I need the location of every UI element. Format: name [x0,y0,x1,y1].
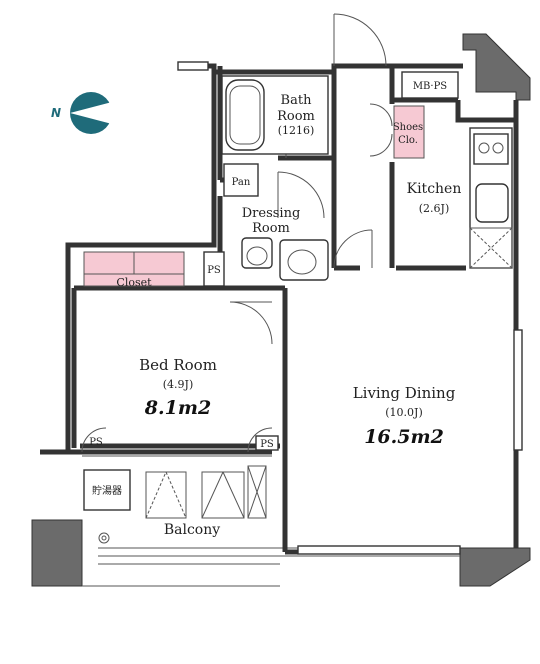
bathtub-icon [225,79,265,151]
bath-label-1: Bath [281,93,313,108]
balcony-label: Balcony [164,522,220,538]
dressing-room: Dressing Room [241,206,329,281]
dressing-label-2: Room [252,221,290,236]
closet-label: Closet [116,276,152,289]
mbps-label: MB·PS [413,81,447,92]
pan-label: Pan [232,177,251,188]
kitchen-size: (2.6J) [419,202,450,215]
mb-ps: MB·PS [401,71,459,99]
balcony: 貯湯器 Balcony [83,465,267,544]
dressing-label-1: Dressing [242,206,301,221]
water-heater-label: 貯湯器 [92,484,122,497]
compass: N [51,92,116,134]
stove-icon [473,133,509,165]
pan-area: Pan [223,163,259,197]
bath-size: (1216) [278,124,315,137]
ps-left-label: PS [89,437,103,448]
ps-upper-label: PS [207,265,221,276]
bath-label-2: Room [277,109,315,124]
kitchen: Kitchen (2.6J) [407,127,513,269]
ps-upper: PS [203,251,225,287]
drain-icon [98,532,110,544]
bed-room: Bed Room (4.9J) 8.1m2 [139,356,217,419]
column-top-right [462,33,531,101]
shoes-label-1: Shoes [393,122,423,133]
toilet-icon [241,237,273,269]
column-bottom-left [31,519,83,587]
living-area: 16.5m2 [364,426,444,448]
column-bottom-right [459,547,531,587]
compass-north-label: N [51,106,61,120]
living-dining: Living Dining (10.0J) 16.5m2 [353,384,456,448]
ps-right-label: PS [260,439,274,450]
kitchen-sink-icon [475,183,509,223]
shoes-closet: Shoes Clo. [393,105,425,159]
structural-columns [31,33,531,587]
shoes-label-2: Clo. [398,135,418,146]
living-size: (10.0J) [385,406,423,419]
bedroom-area: 8.1m2 [144,397,211,419]
closet: Closet [83,251,185,289]
bath-room: Bath Room (1216) [221,75,329,155]
windows [177,61,523,555]
compass-pointer-icon [70,102,116,124]
ps-left: PS [89,437,103,448]
kitchen-label: Kitchen [407,181,462,197]
bedroom-size: (4.9J) [163,378,194,391]
bedroom-label: Bed Room [139,356,217,374]
living-label: Living Dining [353,384,456,402]
ps-right: PS [255,435,279,451]
